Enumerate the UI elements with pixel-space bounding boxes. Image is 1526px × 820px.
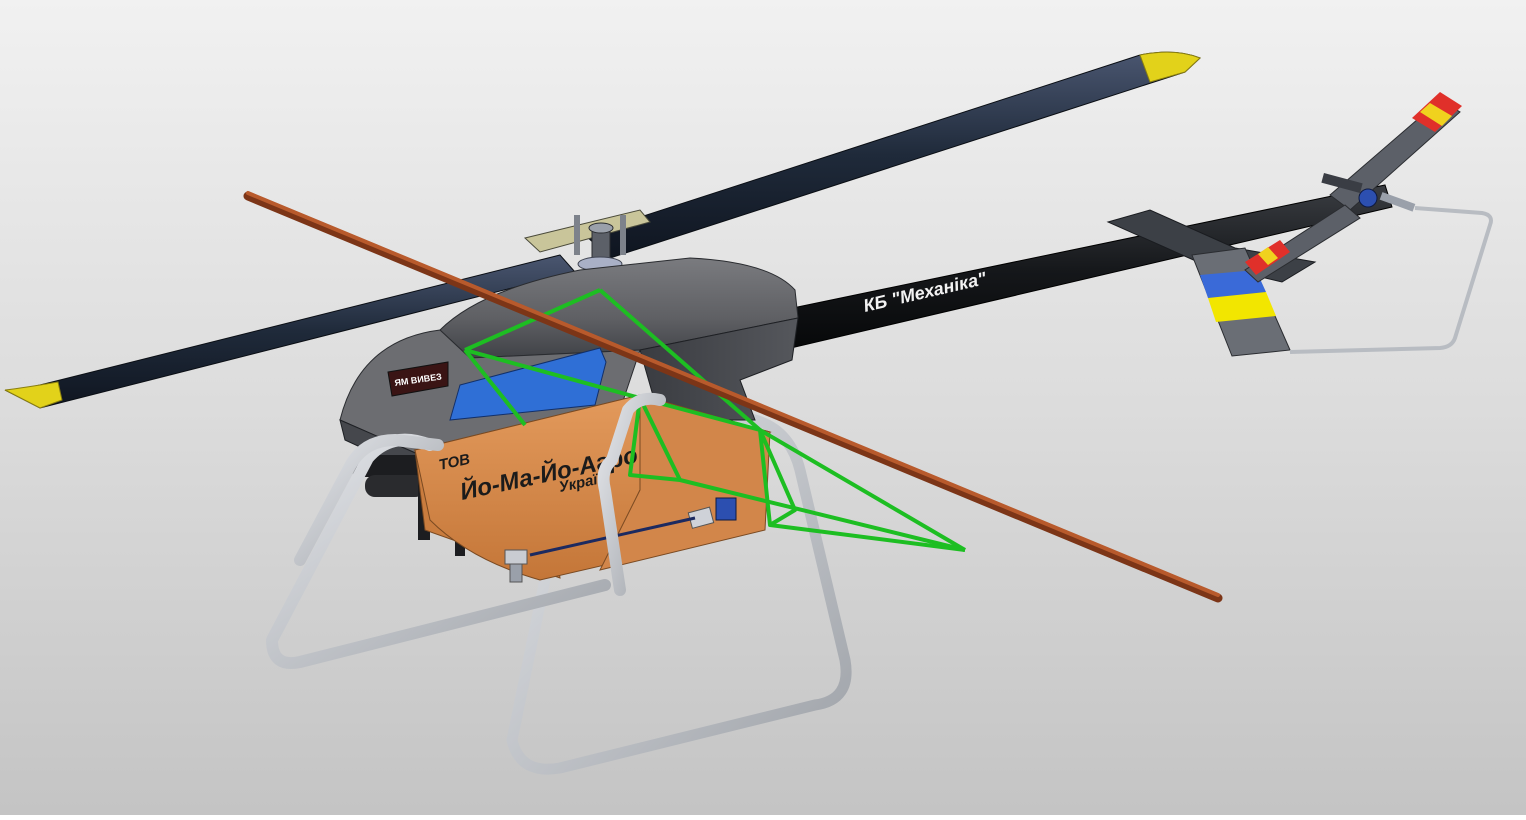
vertical-fin (1191, 247, 1291, 357)
drain-valve (504, 549, 528, 565)
tail-rotor-blade-upper (1329, 99, 1461, 211)
pitch-link-left (574, 215, 580, 255)
nose-badge: ЯМ ВИВЕЗ (387, 361, 449, 397)
main-rotor-tip-right (1139, 51, 1201, 83)
tail-skid-wire (1289, 206, 1493, 354)
front-landing-skid (266, 392, 666, 669)
pitch-link-right (620, 215, 626, 255)
tank-side (414, 394, 641, 581)
side-window (449, 347, 607, 421)
rear-landing-skid (506, 394, 852, 775)
fin-blue-stripe (1200, 270, 1266, 298)
fuselage: ЯМ ВИВЕЗ (339, 257, 799, 556)
main-rotor-tip-left (4, 381, 63, 409)
fin-yellow-stripe (1208, 292, 1276, 322)
tank-label-line1: ТОВ (437, 451, 471, 474)
spray-bar (243, 191, 1223, 603)
rotor-hub-plate (523, 209, 651, 253)
tail-rotor-hub (1358, 188, 1378, 208)
pump-fitting (687, 506, 715, 529)
tail-rotor (1244, 92, 1462, 283)
rotor-hub-cap (588, 222, 614, 234)
pump-body (715, 497, 737, 521)
